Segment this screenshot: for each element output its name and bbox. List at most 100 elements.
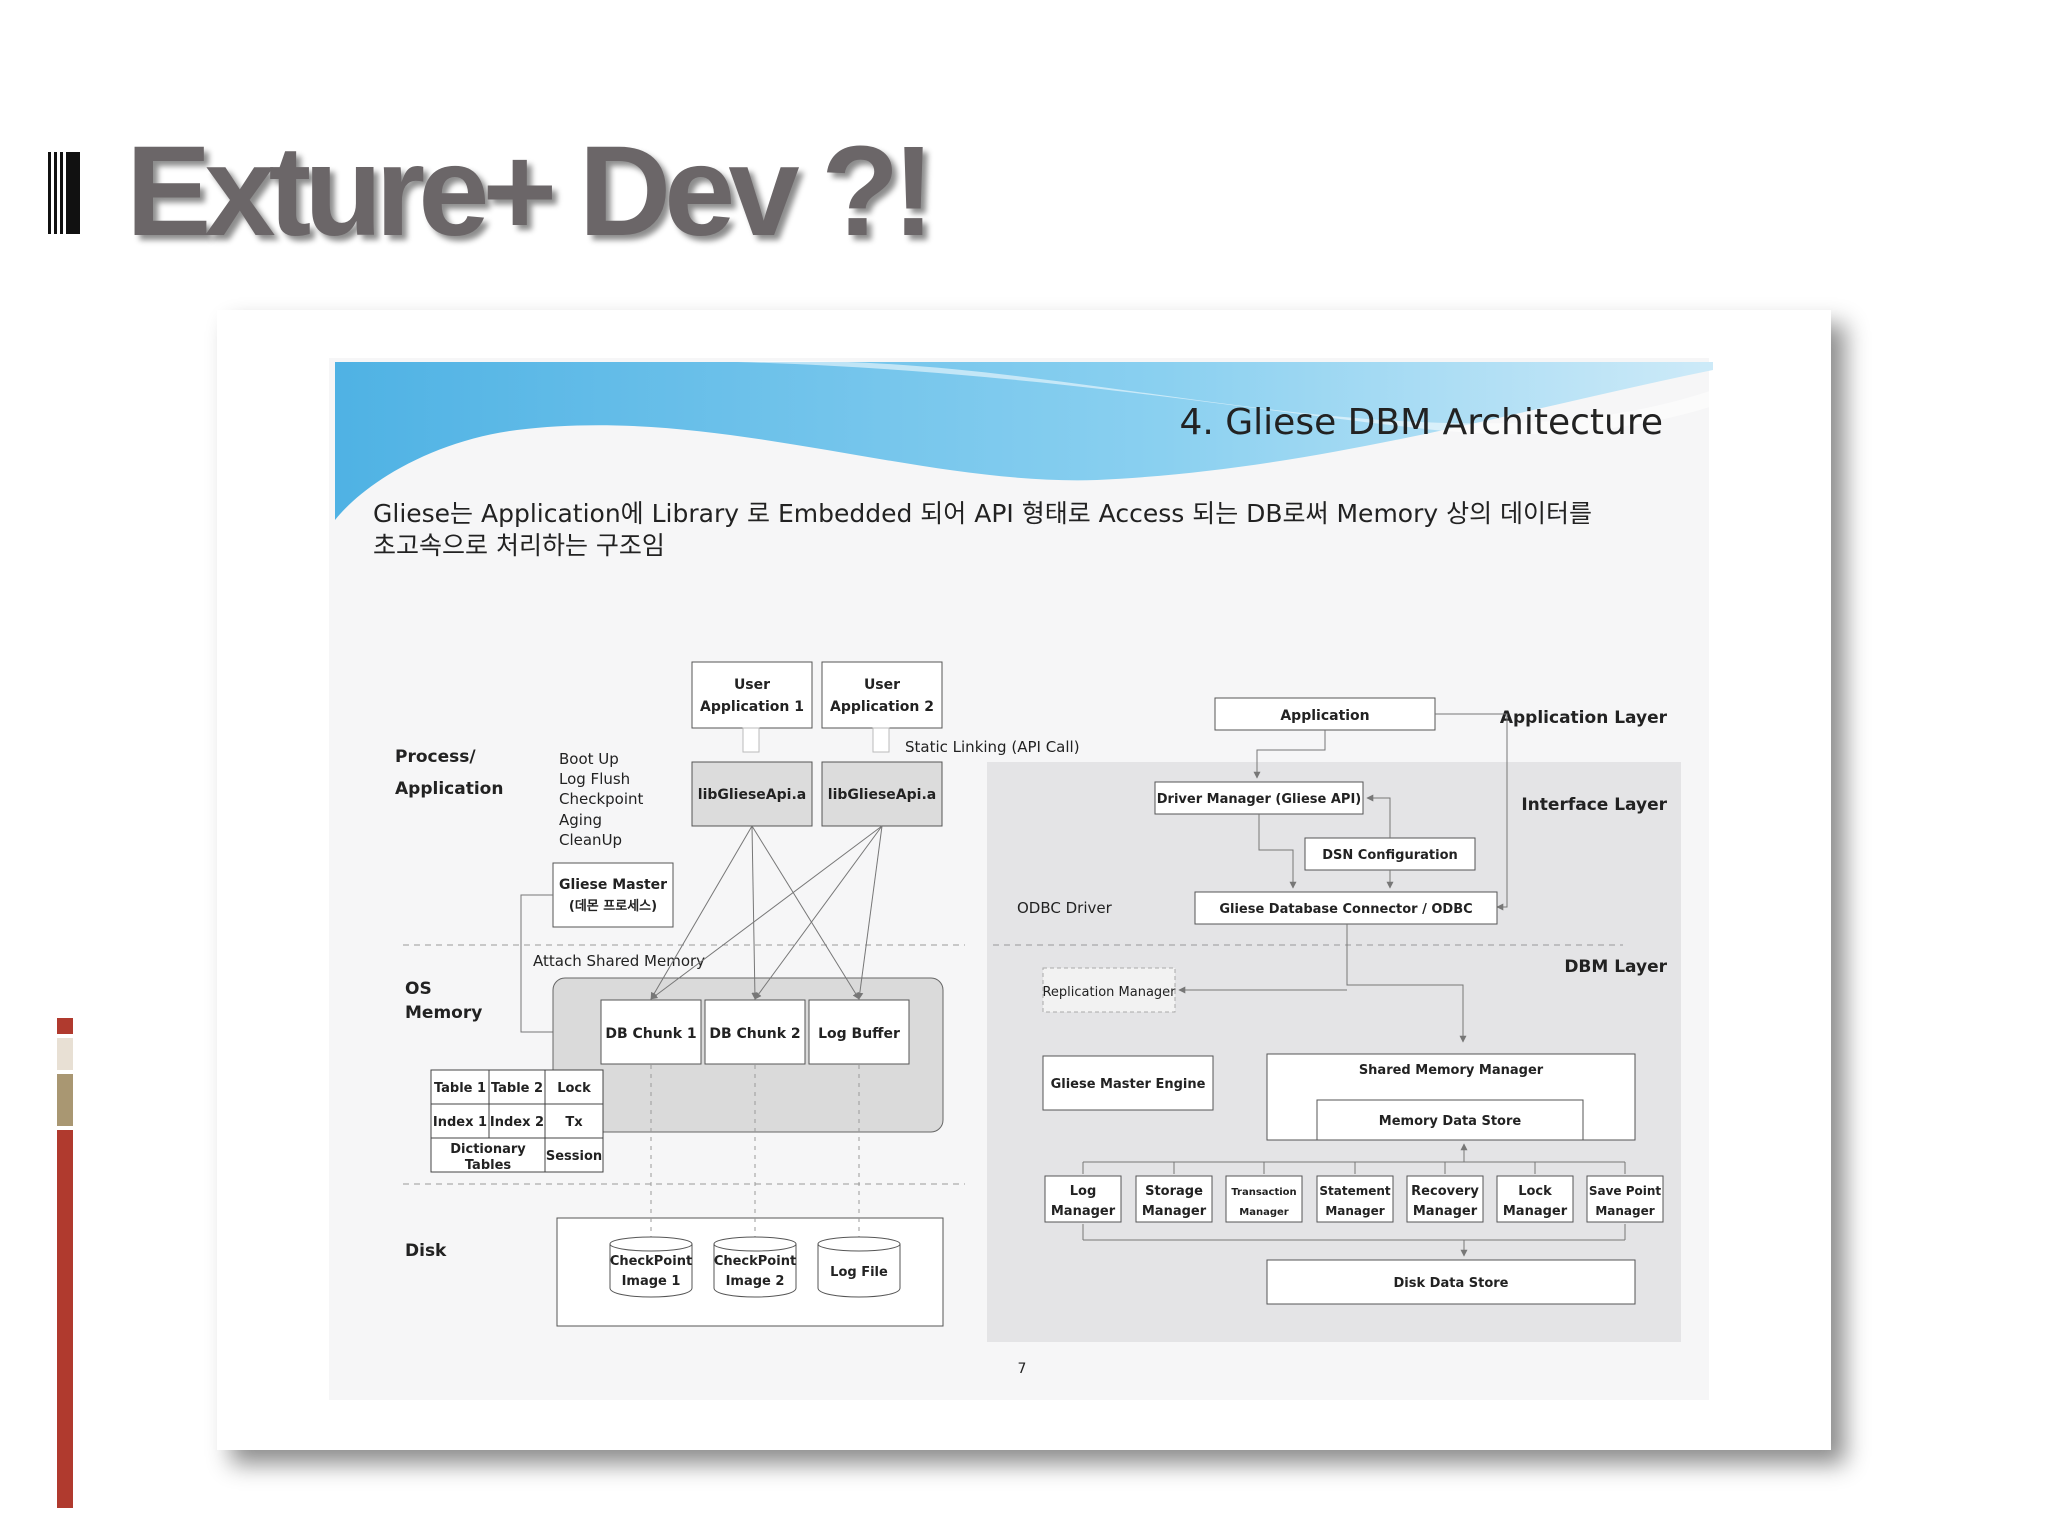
static-linking-label: Static Linking (API Call) — [905, 738, 1080, 756]
svg-text:Index 2: Index 2 — [490, 1115, 544, 1130]
db-chunk-2 — [704, 999, 806, 1065]
checkpoint-image-1 — [609, 1236, 693, 1298]
svg-text:Storage: Storage — [1145, 1184, 1203, 1199]
statement-manager-box — [1316, 1175, 1394, 1223]
title-bullet-bars — [48, 152, 80, 234]
side-accent-red-top — [57, 1018, 73, 1034]
svg-text:Recovery: Recovery — [1411, 1184, 1479, 1199]
task-item: CleanUp — [559, 831, 622, 849]
banner-wave — [335, 362, 1713, 520]
svg-text:Application 1: Application 1 — [700, 699, 804, 715]
svg-text:Replication Manager: Replication Manager — [1042, 985, 1176, 1000]
disk-data-store-box — [1266, 1259, 1636, 1305]
intro-line-1: Gliese는 Application에 Library 로 Embedded … — [373, 499, 1592, 528]
recovery-manager-box — [1406, 1175, 1484, 1223]
left-diagram: Process/ Application OS Memory Disk Boot… — [395, 661, 1080, 1327]
svg-text:Manager: Manager — [1142, 1204, 1207, 1219]
task-item: Log Flush — [559, 770, 630, 788]
svg-text:Lock: Lock — [1518, 1184, 1552, 1199]
svg-text:Gliese Master Engine: Gliese Master Engine — [1051, 1077, 1206, 1092]
svg-text:Transaction: Transaction — [1231, 1187, 1296, 1198]
svg-text:Table 1: Table 1 — [434, 1081, 486, 1096]
svg-text:Manager: Manager — [1051, 1204, 1116, 1219]
svg-text:Manager: Manager — [1325, 1204, 1384, 1218]
save-point-manager-box — [1586, 1175, 1664, 1223]
svg-text:(데몬 프로세스): (데몬 프로세스) — [569, 899, 657, 914]
zone-label-application: Application — [395, 779, 503, 799]
svg-text:Image 1: Image 1 — [622, 1274, 681, 1289]
db-chunk-1 — [600, 999, 702, 1065]
svg-text:User: User — [734, 677, 770, 693]
lib-gliese-api-1 — [691, 761, 813, 827]
user-application-1 — [691, 661, 813, 729]
svg-text:Dictionary: Dictionary — [450, 1142, 526, 1157]
storage-manager-box — [1135, 1175, 1213, 1223]
dictionary-grid — [430, 1069, 604, 1173]
svg-text:Log File: Log File — [830, 1265, 888, 1280]
architecture-document: 4. Gliese DBM Architecture Gliese는 Appli… — [217, 310, 1831, 1450]
attach-shared-memory-label: Attach Shared Memory — [533, 952, 705, 970]
svg-text:CheckPoint: CheckPoint — [714, 1254, 796, 1269]
odbc-driver-label: ODBC Driver — [1017, 899, 1113, 917]
interface-layer-label: Interface Layer — [1521, 795, 1667, 815]
svg-text:DB Chunk 2: DB Chunk 2 — [709, 1026, 800, 1042]
svg-text:DSN Configuration: DSN Configuration — [1322, 848, 1458, 863]
svg-text:Driver Manager (Gliese API): Driver Manager (Gliese API) — [1157, 792, 1361, 807]
svg-text:Log: Log — [1070, 1184, 1097, 1199]
log-file — [817, 1236, 901, 1298]
user-application-2 — [821, 661, 943, 729]
svg-text:Save Point: Save Point — [1589, 1184, 1662, 1198]
driver-manager-box — [1154, 781, 1364, 815]
svg-text:Shared Memory Manager: Shared Memory Manager — [1359, 1063, 1544, 1078]
svg-text:Manager: Manager — [1595, 1204, 1654, 1218]
zone-label-process: Process/ — [395, 747, 476, 767]
memory-data-store-box — [1316, 1099, 1584, 1141]
svg-text:DB Chunk 1: DB Chunk 1 — [605, 1026, 696, 1042]
svg-text:Lock: Lock — [557, 1081, 591, 1096]
side-accent-red — [57, 1130, 73, 1508]
task-item: Boot Up — [559, 750, 619, 768]
svg-text:Session: Session — [546, 1149, 602, 1164]
svg-text:Index 1: Index 1 — [433, 1115, 487, 1130]
svg-text:Tx: Tx — [565, 1115, 583, 1130]
svg-text:Manager: Manager — [1413, 1204, 1478, 1219]
zone-label-disk: Disk — [405, 1241, 447, 1261]
svg-text:libGlieseApi.a: libGlieseApi.a — [828, 787, 936, 803]
svg-text:Manager: Manager — [1239, 1207, 1289, 1218]
dsn-configuration-box — [1304, 837, 1476, 871]
gliese-master — [552, 862, 674, 928]
dbm-layer-label: DBM Layer — [1564, 957, 1667, 977]
architecture-diagram: 4. Gliese DBM Architecture Gliese는 Appli… — [329, 358, 1713, 1400]
right-diagram: Application Application Layer Interface … — [987, 697, 1681, 1342]
svg-text:Disk Data Store: Disk Data Store — [1394, 1276, 1509, 1291]
svg-text:Statement: Statement — [1319, 1184, 1391, 1198]
gliese-connector-box — [1194, 891, 1498, 925]
slide-title: Exture+ Dev ?! — [126, 120, 935, 263]
svg-text:Memory Data Store: Memory Data Store — [1379, 1114, 1522, 1129]
svg-text:Application: Application — [1280, 708, 1369, 724]
manager-row: Log Manager Storage Manager Transaction … — [1044, 1175, 1664, 1223]
svg-text:Log Buffer: Log Buffer — [818, 1026, 900, 1042]
zone-label-os: OS — [405, 979, 432, 999]
banner-title: 4. Gliese DBM Architecture — [1179, 402, 1663, 443]
svg-text:Gliese Database Connector / OD: Gliese Database Connector / ODBC — [1219, 902, 1472, 917]
svg-text:Table 2: Table 2 — [491, 1081, 543, 1096]
side-accent-light — [57, 1038, 73, 1070]
log-manager-box — [1044, 1175, 1122, 1223]
log-buffer — [808, 999, 910, 1065]
svg-text:CheckPoint: CheckPoint — [610, 1254, 692, 1269]
task-list: Boot Up Log Flush Checkpoint Aging Clean… — [559, 750, 644, 849]
svg-text:User: User — [864, 677, 900, 693]
svg-text:Manager: Manager — [1503, 1204, 1568, 1219]
gliese-master-engine-box — [1042, 1055, 1214, 1111]
lock-manager-box — [1496, 1175, 1574, 1223]
task-item: Checkpoint — [559, 790, 644, 808]
side-accent-tan — [57, 1074, 73, 1126]
page-number: 7 — [1018, 1361, 1027, 1377]
replication-manager-box — [1042, 967, 1176, 1013]
checkpoint-image-2 — [713, 1236, 797, 1298]
svg-text:Tables: Tables — [465, 1158, 512, 1173]
application-layer-label: Application Layer — [1500, 708, 1668, 728]
svg-text:Gliese Master: Gliese Master — [559, 877, 667, 893]
zone-label-memory: Memory — [405, 1003, 482, 1023]
